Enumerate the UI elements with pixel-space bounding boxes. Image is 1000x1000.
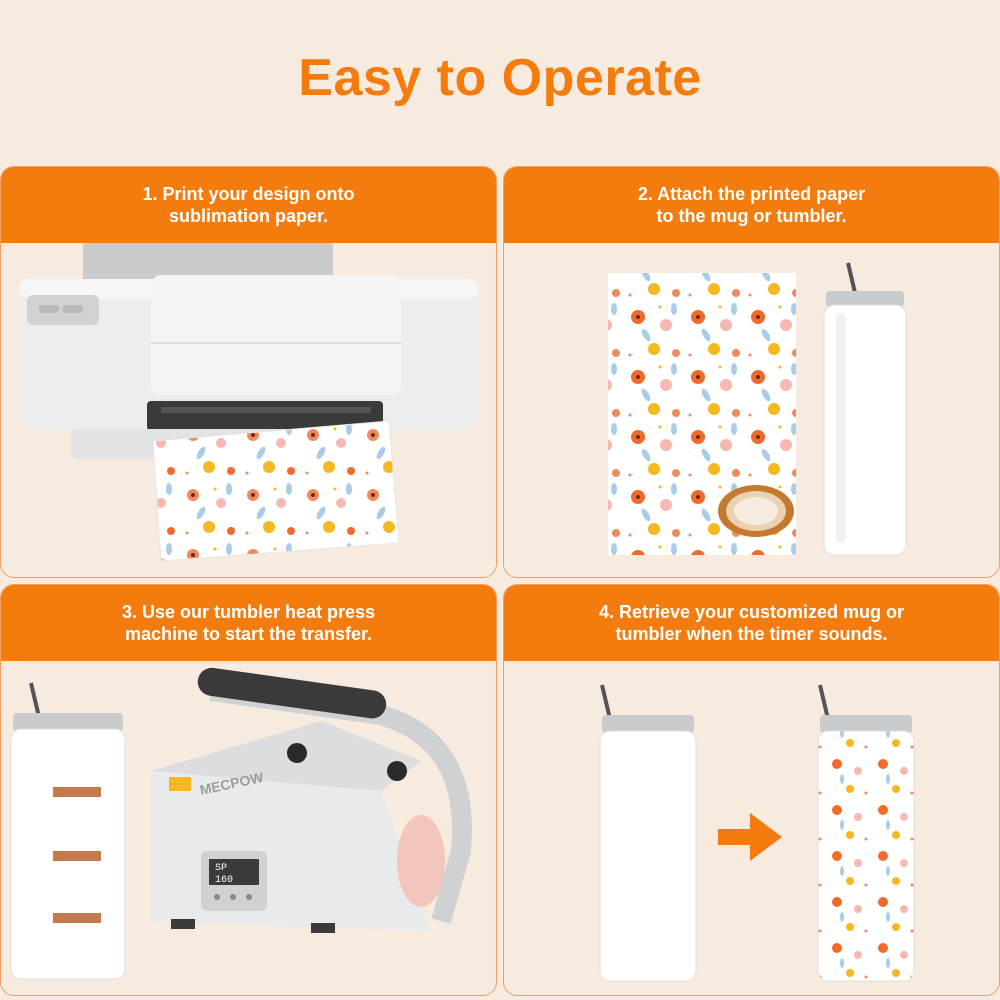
arrow-right-icon [718, 813, 782, 861]
control-button[interactable] [214, 894, 220, 900]
page-title: Easy to Operate [298, 49, 702, 107]
adjust-knob-icon[interactable] [287, 743, 307, 763]
blank-tumbler-image [599, 684, 697, 982]
display-top: SP [215, 863, 227, 874]
step-1-illustration [1, 243, 496, 577]
step-panel-3: 3. Use our tumbler heat press machine to… [0, 584, 497, 996]
step-panel-2: 2. Attach the printed paper to the mug o… [503, 166, 1000, 578]
control-button[interactable] [230, 894, 236, 900]
step-1-heading: 1. Print your design onto sublimation pa… [1, 167, 496, 243]
step-3-heading: 3. Use our tumbler heat press machine to… [1, 585, 496, 661]
printer-image [19, 243, 479, 562]
customized-tumbler-image [817, 684, 915, 982]
blank-tumbler-image [823, 262, 907, 556]
heat-tape-image [718, 485, 794, 537]
taped-tumbler-image [10, 682, 126, 980]
heat-press-machine-image: SP 160 MECPOW [151, 667, 472, 933]
control-button[interactable] [246, 894, 252, 900]
step-2-illustration [504, 243, 999, 577]
step-panel-1: 1. Print your design onto sublimation pa… [0, 166, 497, 578]
adjust-knob-icon[interactable] [387, 761, 407, 781]
step-4-heading: 4. Retrieve your customized mug or tumbl… [504, 585, 999, 661]
warning-icon [169, 777, 191, 791]
display-bottom: 160 [215, 875, 233, 886]
step-3-illustration: SP 160 MECPOW [1, 661, 496, 995]
step-panel-4: 4. Retrieve your customized mug or tumbl… [503, 584, 1000, 996]
step-2-heading: 2. Attach the printed paper to the mug o… [504, 167, 999, 243]
step-4-illustration [504, 661, 999, 995]
